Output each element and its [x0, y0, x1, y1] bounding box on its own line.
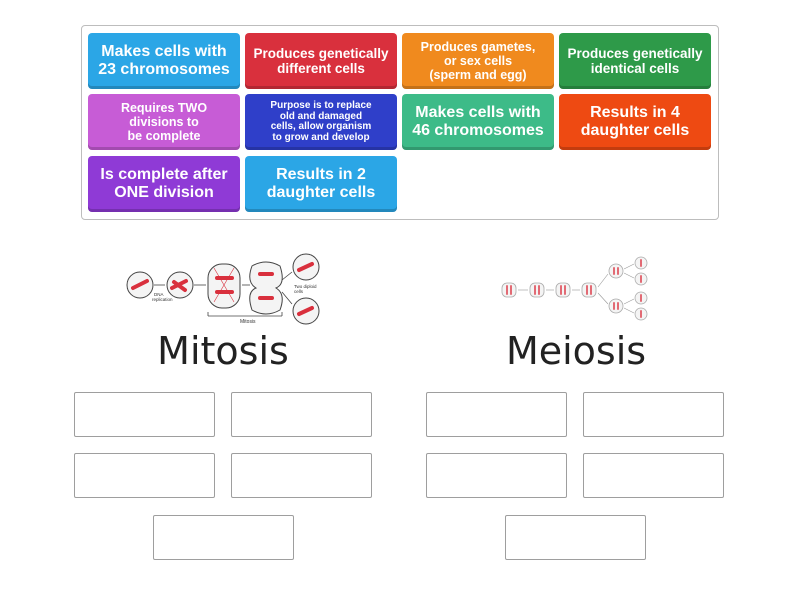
card-produces-gametes[interactable]: Produces gametes, or sex cells (sperm an… — [402, 33, 554, 89]
mitosis-drop-slot-1[interactable] — [74, 392, 215, 437]
meiosis-drop-slot-5[interactable] — [505, 515, 646, 560]
card-4-daughter-cells[interactable]: Results in 4 daughter cells — [559, 94, 711, 150]
card-genetically-different[interactable]: Produces genetically different cells — [245, 33, 397, 89]
meiosis-drop-slot-4[interactable] — [583, 453, 724, 498]
mitosis-drop-slot-4[interactable] — [231, 453, 372, 498]
meiosis-heading: Meiosis — [505, 329, 647, 373]
meiosis-drop-slot-3[interactable] — [426, 453, 567, 498]
card-purpose-replace[interactable]: Purpose is to replace old and damaged ce… — [245, 94, 397, 150]
card-one-division[interactable]: Is complete after ONE division — [88, 156, 240, 212]
mitosis-drop-slot-2[interactable] — [231, 392, 372, 437]
card-genetically-identical[interactable]: Produces genetically identical cells — [559, 33, 711, 89]
mitosis-drop-slot-5[interactable] — [153, 515, 294, 560]
mitosis-drop-slot-3[interactable] — [74, 453, 215, 498]
card-two-divisions[interactable]: Requires TWO divisions to be complete — [88, 94, 240, 150]
mitosis-caption: Mitosis — [240, 319, 256, 325]
card-2-daughter-cells[interactable]: Results in 2 daughter cells — [245, 156, 397, 212]
card-46-chromosomes[interactable]: Makes cells with 46 chromosomes — [402, 94, 554, 150]
meiosis-diagram — [501, 256, 648, 321]
meiosis-drop-slot-1[interactable] — [426, 392, 567, 437]
mitosis-heading: Mitosis — [157, 329, 289, 373]
meiosis-drop-slot-2[interactable] — [583, 392, 724, 437]
card-23-chromosomes[interactable]: Makes cells with 23 chromosomes — [88, 33, 240, 89]
